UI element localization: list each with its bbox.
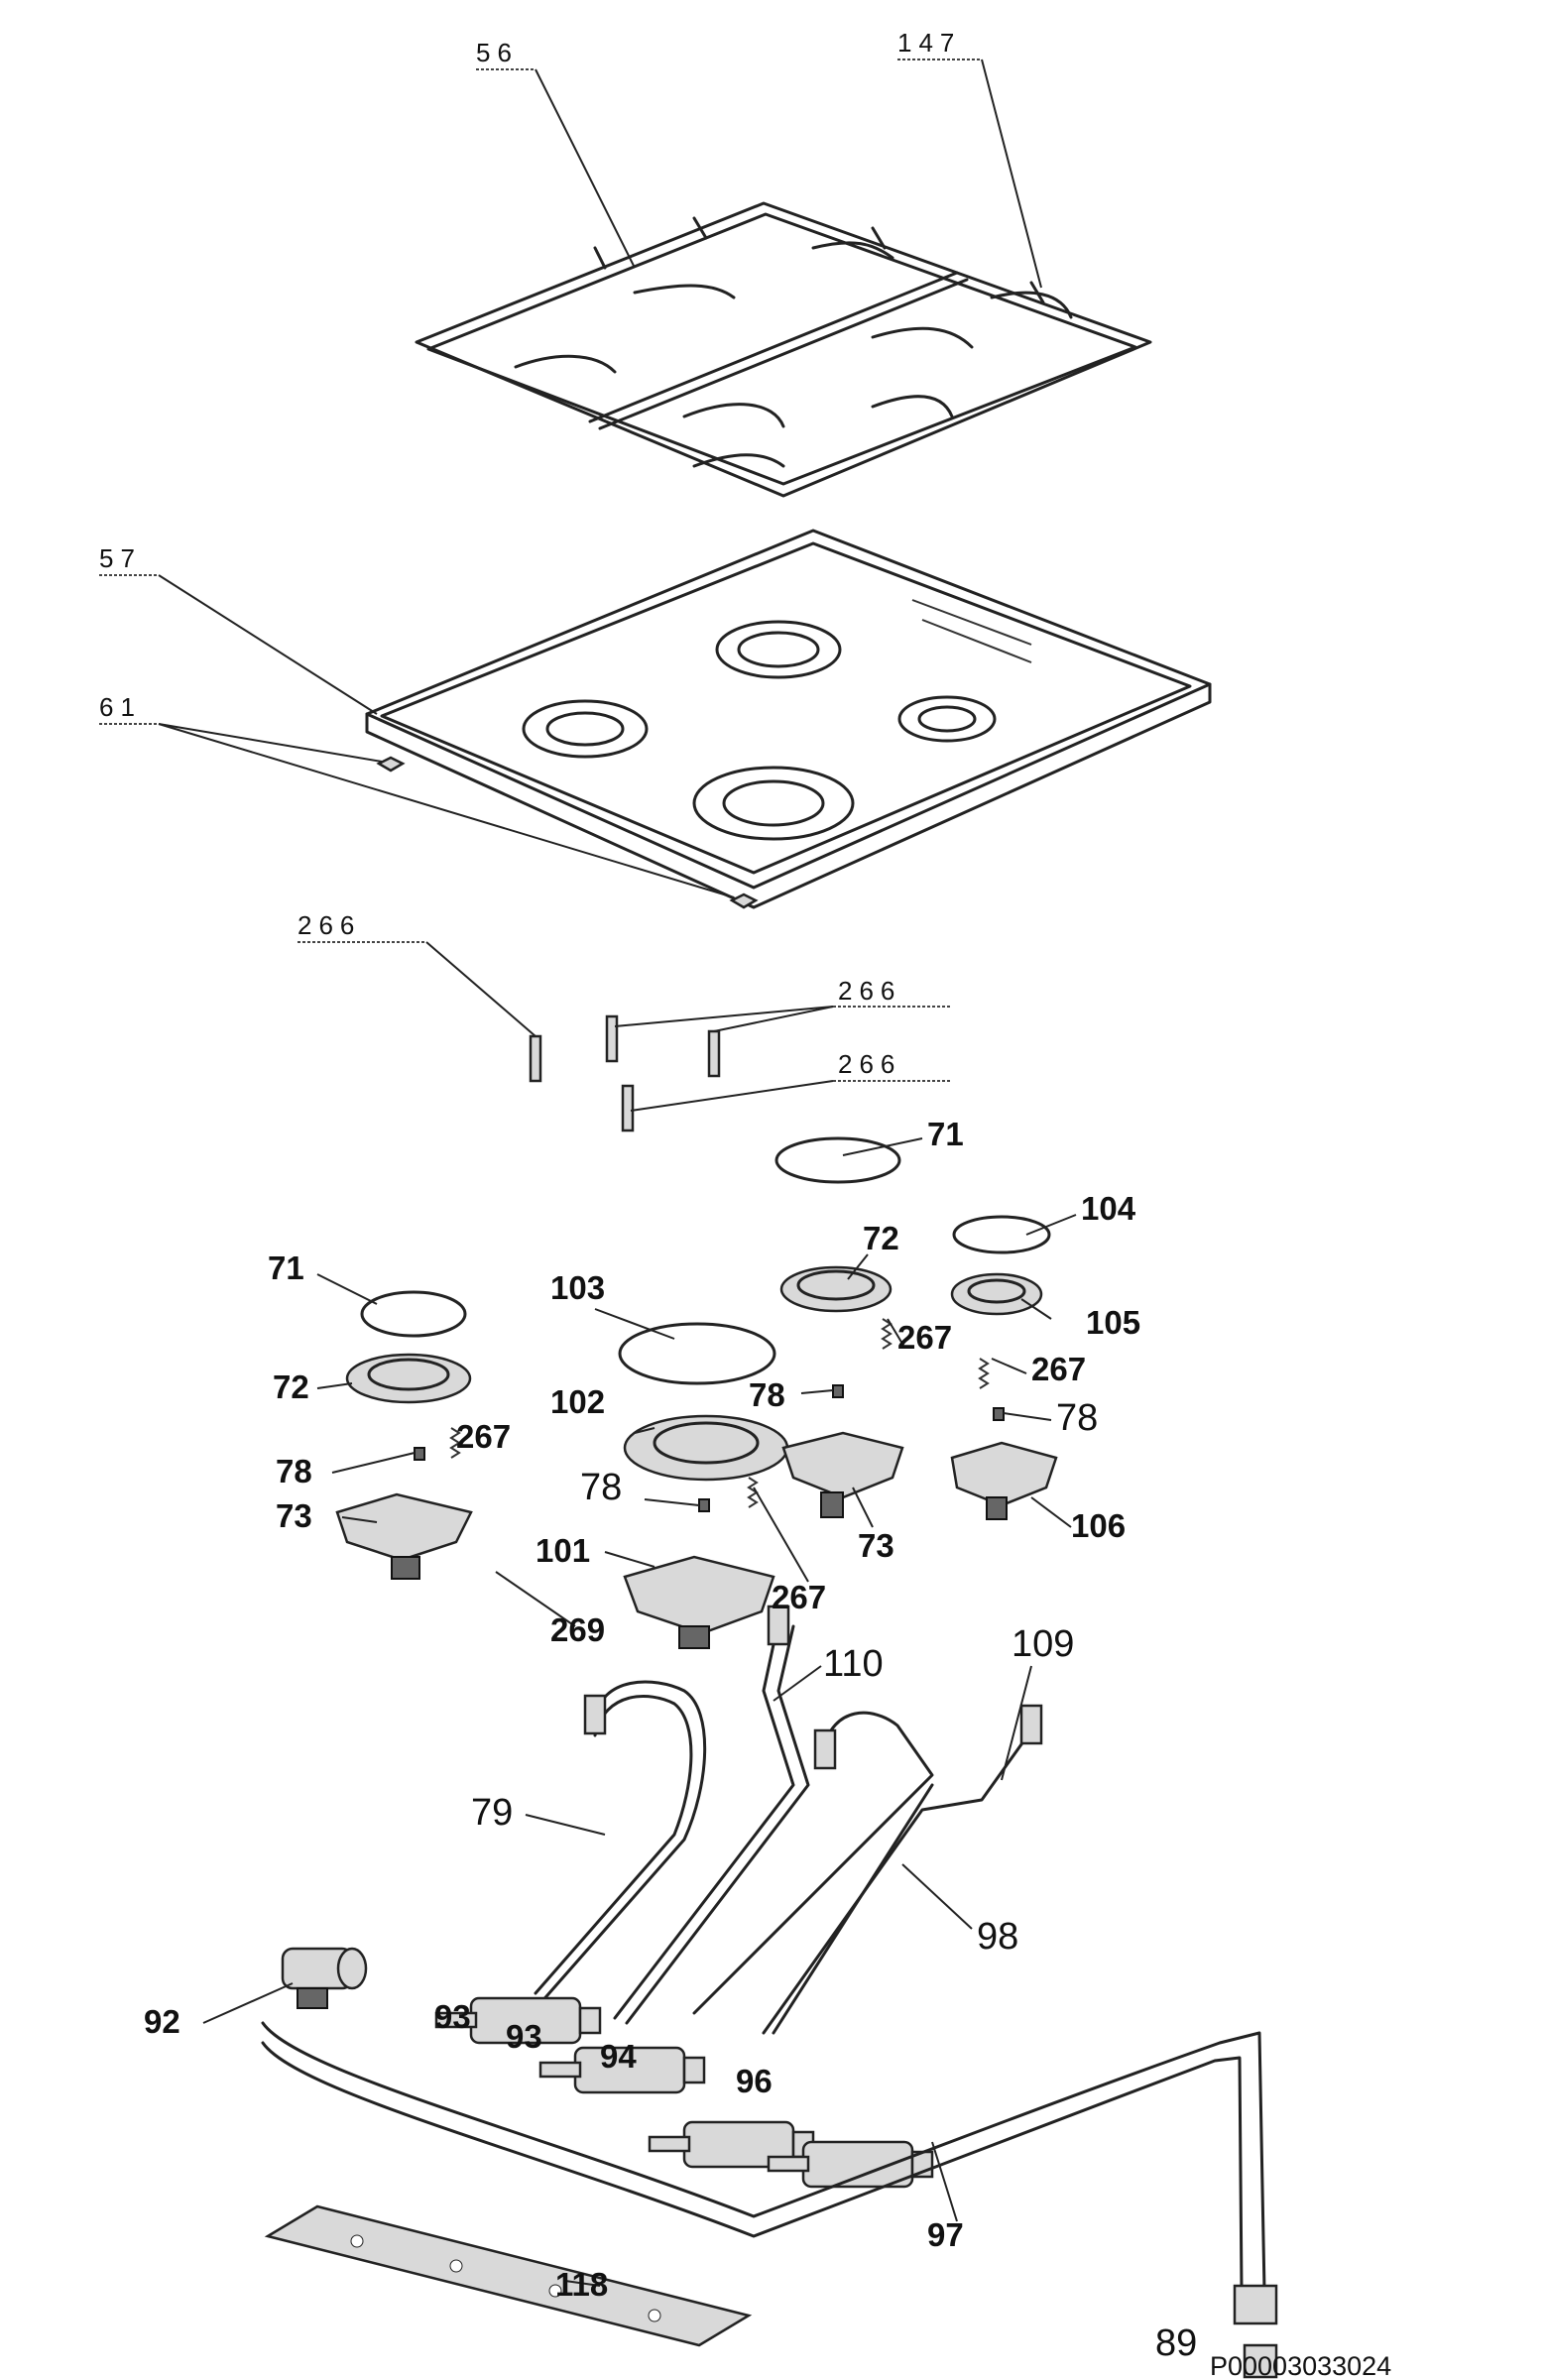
label-118: 118: [555, 2266, 608, 2303]
label-266-upper: 266: [838, 976, 901, 1006]
label-92: 92: [144, 2003, 180, 2040]
label-57: 57: [99, 543, 142, 573]
label-71-left: 71: [268, 1250, 304, 1286]
label-266-left: 266: [298, 910, 361, 940]
valve-bracket: [264, 2204, 753, 2347]
label-267-left: 267: [456, 1418, 511, 1455]
leader-lines: [99, 59, 1077, 2287]
burner-crowns: [345, 1265, 1043, 1482]
label-89: 89: [1155, 2322, 1197, 2364]
label-269: 269: [550, 1611, 605, 1648]
burner-caps: [360, 1136, 1051, 1385]
label-78-center: 78: [749, 1376, 785, 1413]
label-267-upper: 267: [897, 1319, 952, 1356]
safety-device: [281, 1947, 368, 2009]
label-56: 56: [476, 38, 519, 67]
label-78-left: 78: [276, 1453, 312, 1489]
label-78-lower: 78: [580, 1467, 622, 1508]
label-267-right: 267: [1031, 1351, 1086, 1387]
label-72-right: 72: [863, 1220, 899, 1256]
label-104: 104: [1081, 1190, 1136, 1227]
part-number-labels: 56 147 57 61 266 266 266 71 104 72 105 7…: [99, 28, 1391, 2380]
label-267-lower: 267: [772, 1579, 826, 1615]
label-73-left: 73: [276, 1497, 312, 1534]
label-72-left: 72: [273, 1368, 309, 1405]
burner-bases: [335, 1431, 1058, 1649]
label-106: 106: [1071, 1507, 1126, 1544]
label-93-first: 93: [434, 1998, 471, 2035]
label-93-second: 93: [506, 2018, 542, 2055]
label-71-right: 71: [927, 1116, 964, 1152]
gas-ramp: [261, 2021, 1278, 2379]
label-103: 103: [550, 1269, 605, 1306]
label-78-right: 78: [1056, 1397, 1098, 1439]
screws: [529, 1014, 721, 1132]
pan-support-grid: [415, 201, 1152, 498]
label-96: 96: [736, 2063, 773, 2099]
gas-pipes: [534, 1605, 1043, 2035]
label-97: 97: [927, 2216, 964, 2253]
label-102: 102: [550, 1383, 605, 1420]
label-147: 147: [897, 28, 961, 58]
figure-code: P00003033024: [1210, 2351, 1391, 2380]
label-61: 61: [99, 692, 142, 722]
gas-valves: [434, 1996, 934, 2189]
label-98: 98: [977, 1916, 1018, 1958]
hob-top-plate: [365, 529, 1212, 909]
label-105: 105: [1086, 1304, 1140, 1341]
label-101: 101: [536, 1532, 590, 1569]
label-94: 94: [600, 2038, 637, 2075]
label-73-right: 73: [858, 1527, 894, 1564]
label-79: 79: [471, 1792, 513, 1834]
label-110: 110: [823, 1643, 884, 1685]
label-109: 109: [1012, 1623, 1074, 1665]
label-266-lower: 266: [838, 1049, 901, 1079]
